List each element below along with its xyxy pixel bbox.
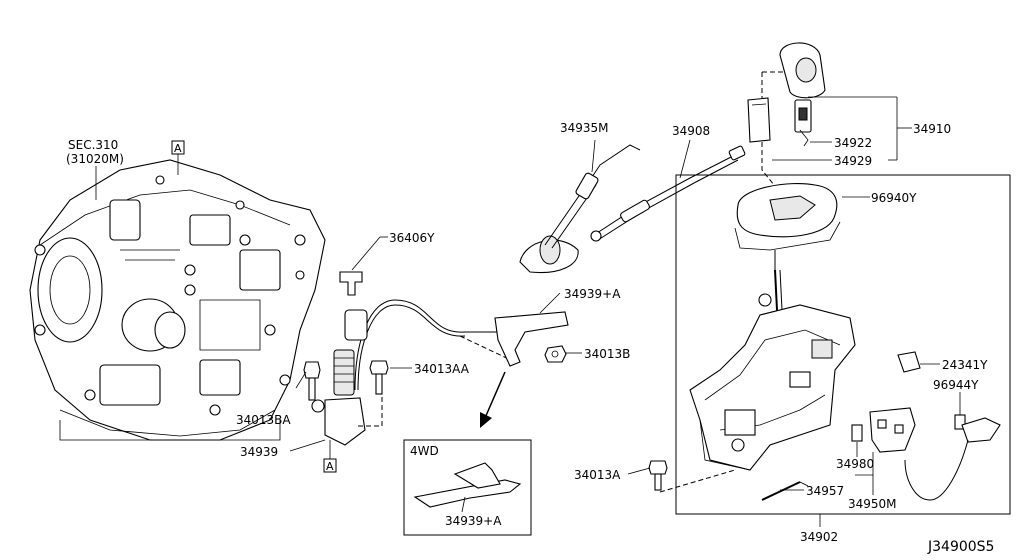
- bracket-34939A: [494, 311, 569, 367]
- shifter-assembly-frame: [675, 174, 1011, 515]
- label-34929: 34929: [834, 154, 872, 168]
- label-34922: 34922: [834, 136, 872, 150]
- label-34950M: 34950M: [848, 497, 897, 511]
- knob-sleeve-34929: [747, 97, 771, 143]
- arrow-to-4wd: [480, 371, 506, 428]
- bolt-34013A: [648, 460, 668, 491]
- label-96940Y: 96940Y: [871, 191, 917, 205]
- label-36406Y: 36406Y: [389, 231, 435, 245]
- 4wd-inset-box: 4WD 34939+A: [403, 439, 532, 536]
- label-34939A-top: 34939+A: [564, 287, 621, 301]
- sec-310-label: SEC.310: [68, 138, 118, 152]
- part-36406Y-clip: [339, 271, 363, 296]
- label-34957: 34957: [806, 484, 844, 498]
- transmission-assembly: [29, 159, 326, 441]
- label-34902: 34902: [800, 530, 838, 544]
- shifter-body: [689, 269, 856, 471]
- sec-310-sub-label: (31020M): [66, 152, 124, 166]
- indicator-96940Y: [734, 182, 841, 272]
- bolt-34013AA: [369, 360, 389, 395]
- cable-boot-34935M: [519, 144, 641, 274]
- label-34013B: 34013B: [584, 347, 630, 361]
- 4wd-label: 4WD: [410, 444, 439, 458]
- label-24341Y: 24341Y: [942, 358, 988, 372]
- diagram-code: J34900S5: [927, 539, 994, 555]
- label-34980: 34980: [836, 457, 874, 471]
- nut-34013B: [544, 345, 567, 363]
- label-34013A: 34013A: [574, 468, 621, 482]
- shift-cable: [311, 299, 520, 446]
- part-34980: [851, 424, 863, 442]
- shift-knob: [779, 42, 826, 133]
- label-34935M: 34935M: [560, 121, 609, 135]
- label-34013AA: 34013AA: [414, 362, 470, 376]
- label-96944Y: 96944Y: [933, 378, 979, 392]
- part-24341Y: [897, 351, 921, 373]
- pin-34957: [761, 481, 809, 501]
- label-34013BA: 34013BA: [236, 413, 291, 427]
- bolt-34013BA: [303, 361, 321, 401]
- cable-34908: [590, 145, 746, 242]
- label-34908: 34908: [672, 124, 710, 138]
- label-34910: 34910: [913, 122, 951, 136]
- ref-a-top-marker: A: [171, 140, 185, 175]
- label-34939: 34939: [240, 445, 278, 459]
- svg-text:A: A: [174, 142, 182, 155]
- svg-text:A: A: [326, 460, 334, 473]
- detent-34950M: [869, 407, 916, 453]
- harness-96944Y: [904, 392, 1001, 501]
- label-34939A-box: 34939+A: [445, 514, 502, 528]
- ref-a-bottom-marker: A: [323, 440, 337, 473]
